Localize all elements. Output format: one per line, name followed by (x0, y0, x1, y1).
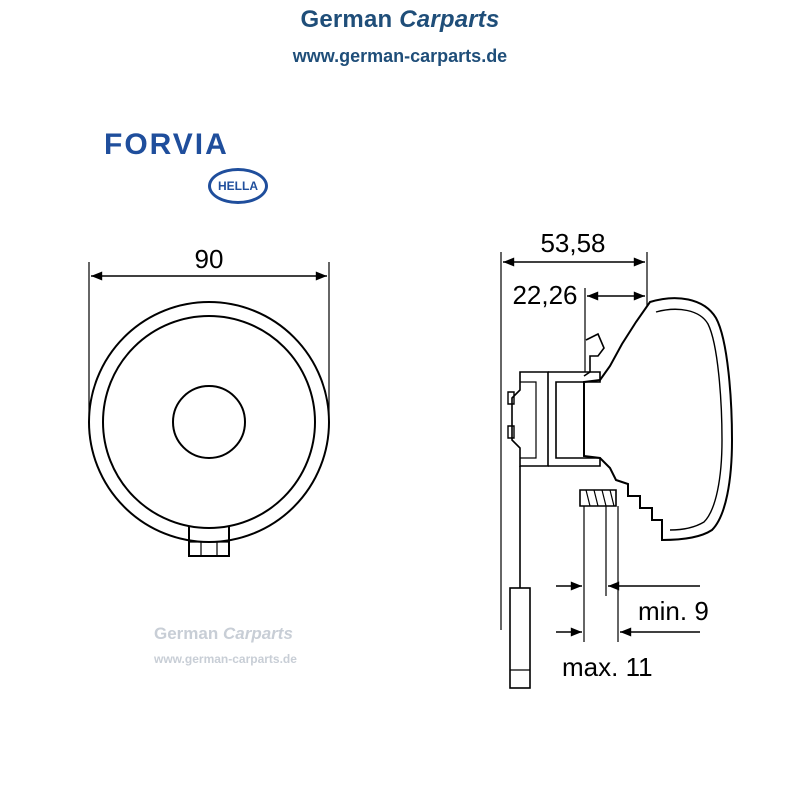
watermark-url: www.german-carparts.de (154, 652, 297, 666)
watermark-brand-a: German (154, 624, 223, 643)
socket-base (511, 371, 549, 467)
forvia-logo: FORVIA (104, 128, 229, 161)
header-url[interactable]: www.german-carparts.de (292, 46, 508, 66)
lamp-body-outline (583, 297, 734, 542)
socket-contacts (507, 391, 515, 439)
front-view (88, 262, 330, 557)
housing-inner-circle (102, 315, 316, 529)
depth-partial-label: 22,26 (512, 280, 577, 310)
min-label: min. 9 (638, 596, 709, 626)
hella-logo-icon: HELLA (208, 168, 268, 204)
watermark-brand-b: Carparts (222, 624, 293, 643)
cable-connector (509, 587, 531, 689)
header-brand: German Carparts (0, 6, 800, 34)
watermark-brand: German Carparts (154, 624, 293, 644)
lamp-body-inner-contour (655, 308, 723, 531)
connector-tab (188, 526, 230, 557)
socket-inner (520, 381, 537, 459)
header-brand-a: German (300, 6, 400, 33)
hella-logo-text: HELLA (218, 179, 258, 193)
depth-total-label: 53,58 (540, 228, 605, 258)
max-label: max. 11 (562, 652, 653, 682)
diameter-label: 90 (195, 244, 224, 274)
housing-outer-circle (88, 301, 330, 543)
fastener-thread-icon (585, 489, 615, 507)
fastener-screw (579, 489, 617, 507)
header-brand-b: Carparts (399, 6, 500, 33)
side-view (500, 252, 734, 689)
bulb-socket (548, 371, 601, 467)
mounting-clip-top (583, 332, 605, 377)
lens-center-circle (172, 385, 246, 459)
